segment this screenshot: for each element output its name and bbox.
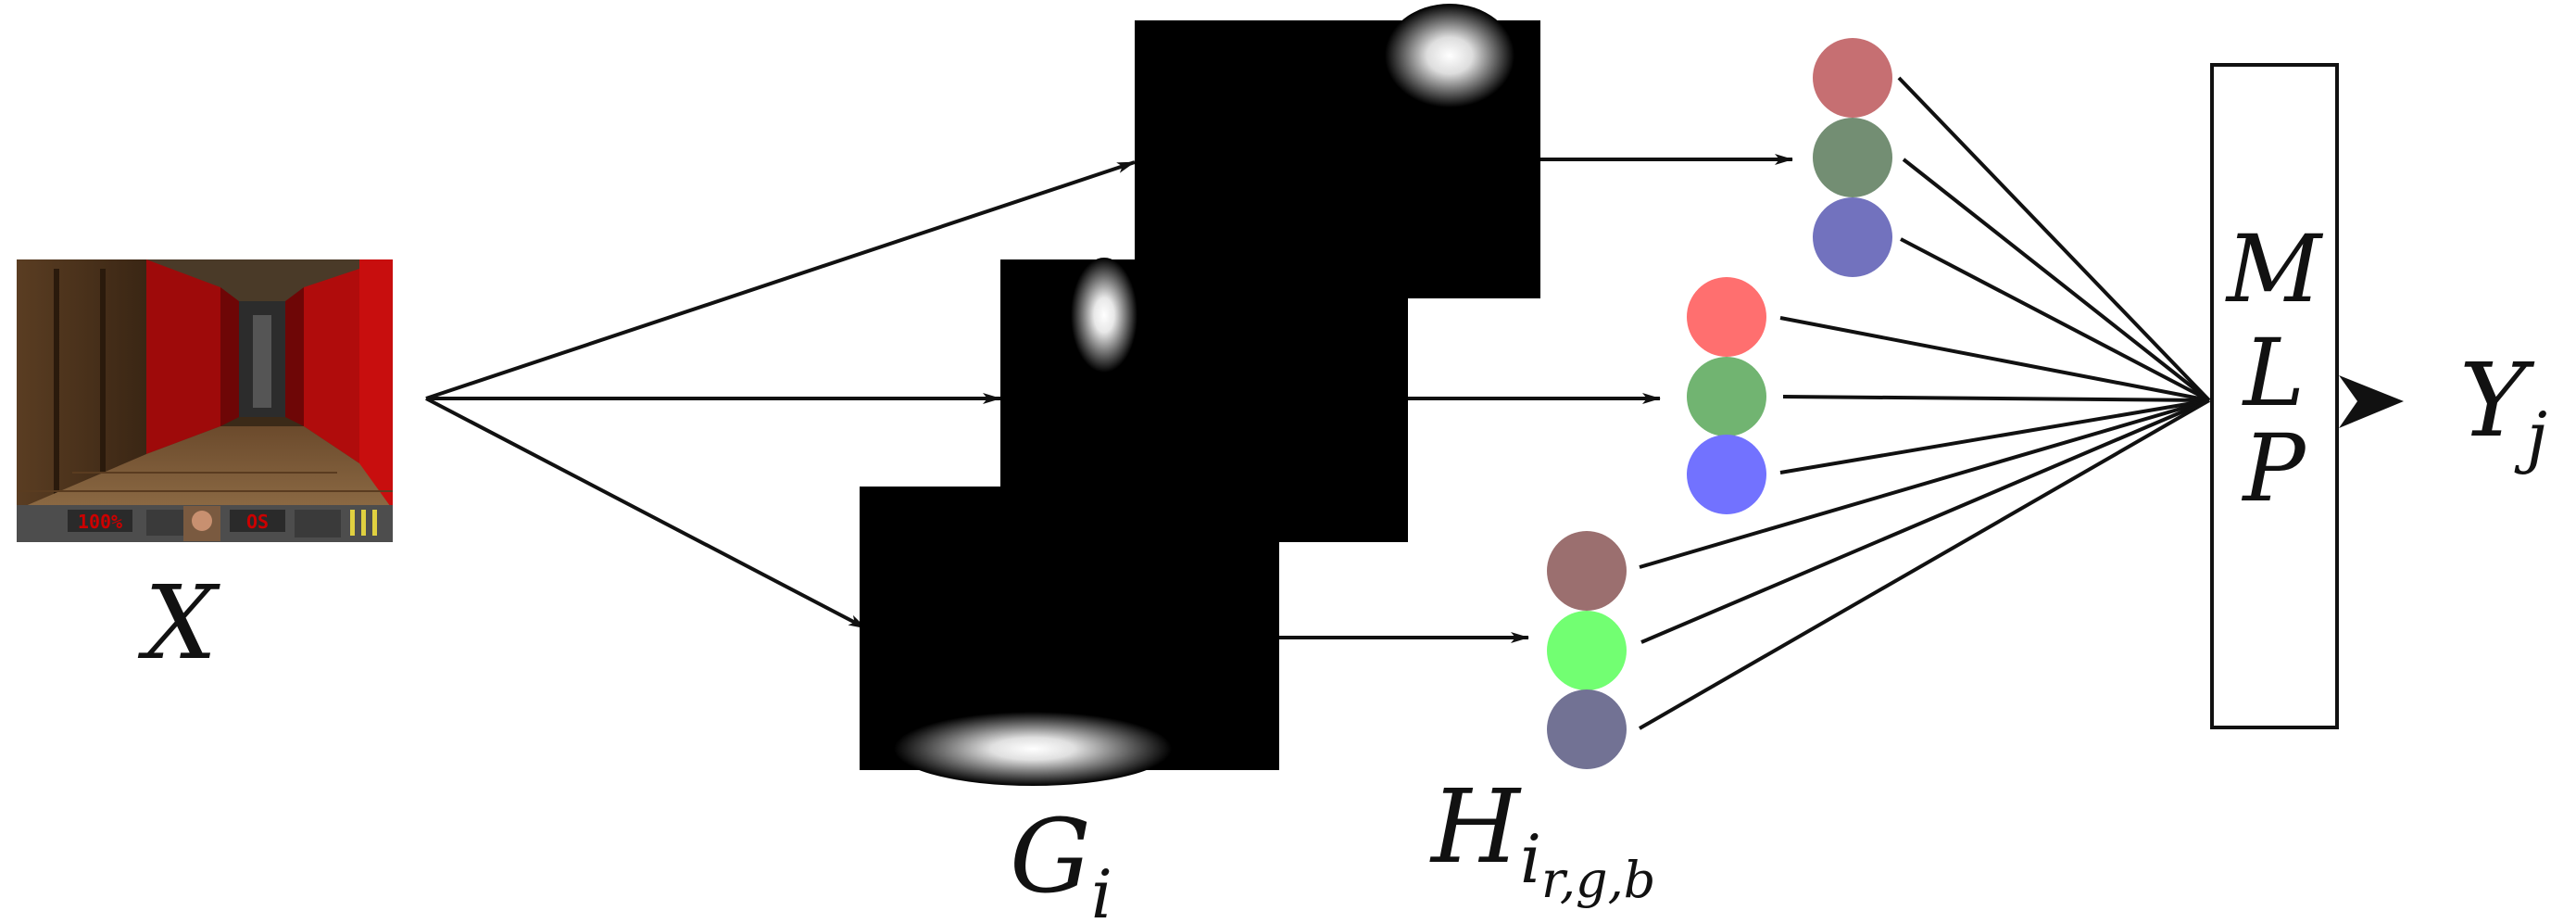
histogram-circle-green [1813,118,1892,197]
input-game-screenshot: 100% OS [17,259,393,542]
mlp-block: M L P [2210,63,2339,729]
gaussian-map-bottom [860,487,1279,786]
histogram-circle-green [1547,611,1627,690]
hud-armor-text: OS [246,511,269,533]
arrow-x-to-map-bottom [425,397,867,630]
mlp-letter-p: P [2241,414,2306,523]
output-arrowhead [2339,375,2404,428]
input-arrows [425,160,1136,630]
hud-health-text: 100% [78,511,122,533]
histogram-circle-blue [1687,435,1766,514]
input-label: X [137,563,220,682]
mlp-letter-m: M [2225,215,2324,323]
gaussian-map-top [1135,4,1540,298]
mlp-connections [1639,76,2211,730]
histogram-group-middle [1687,277,1766,514]
histogram-circle-red [1813,38,1892,118]
histogram-circle-blue [1547,689,1627,769]
histogram-circle-red [1547,531,1627,611]
gaussian-label: Gi [1010,797,1112,923]
histogram-group-bottom [1547,531,1627,769]
output-label: Yj [2459,341,2547,475]
arrow-x-to-map-top [425,160,1136,400]
histogram-label: Hir,g,b [1429,767,1655,909]
histogram-group-top [1813,38,1892,277]
mlp-letter-l: L [2242,319,2305,427]
histogram-circle-red [1687,277,1766,357]
histogram-circle-green [1687,357,1766,436]
histogram-circle-blue [1813,197,1892,277]
map-output-arrows [1279,154,1793,643]
